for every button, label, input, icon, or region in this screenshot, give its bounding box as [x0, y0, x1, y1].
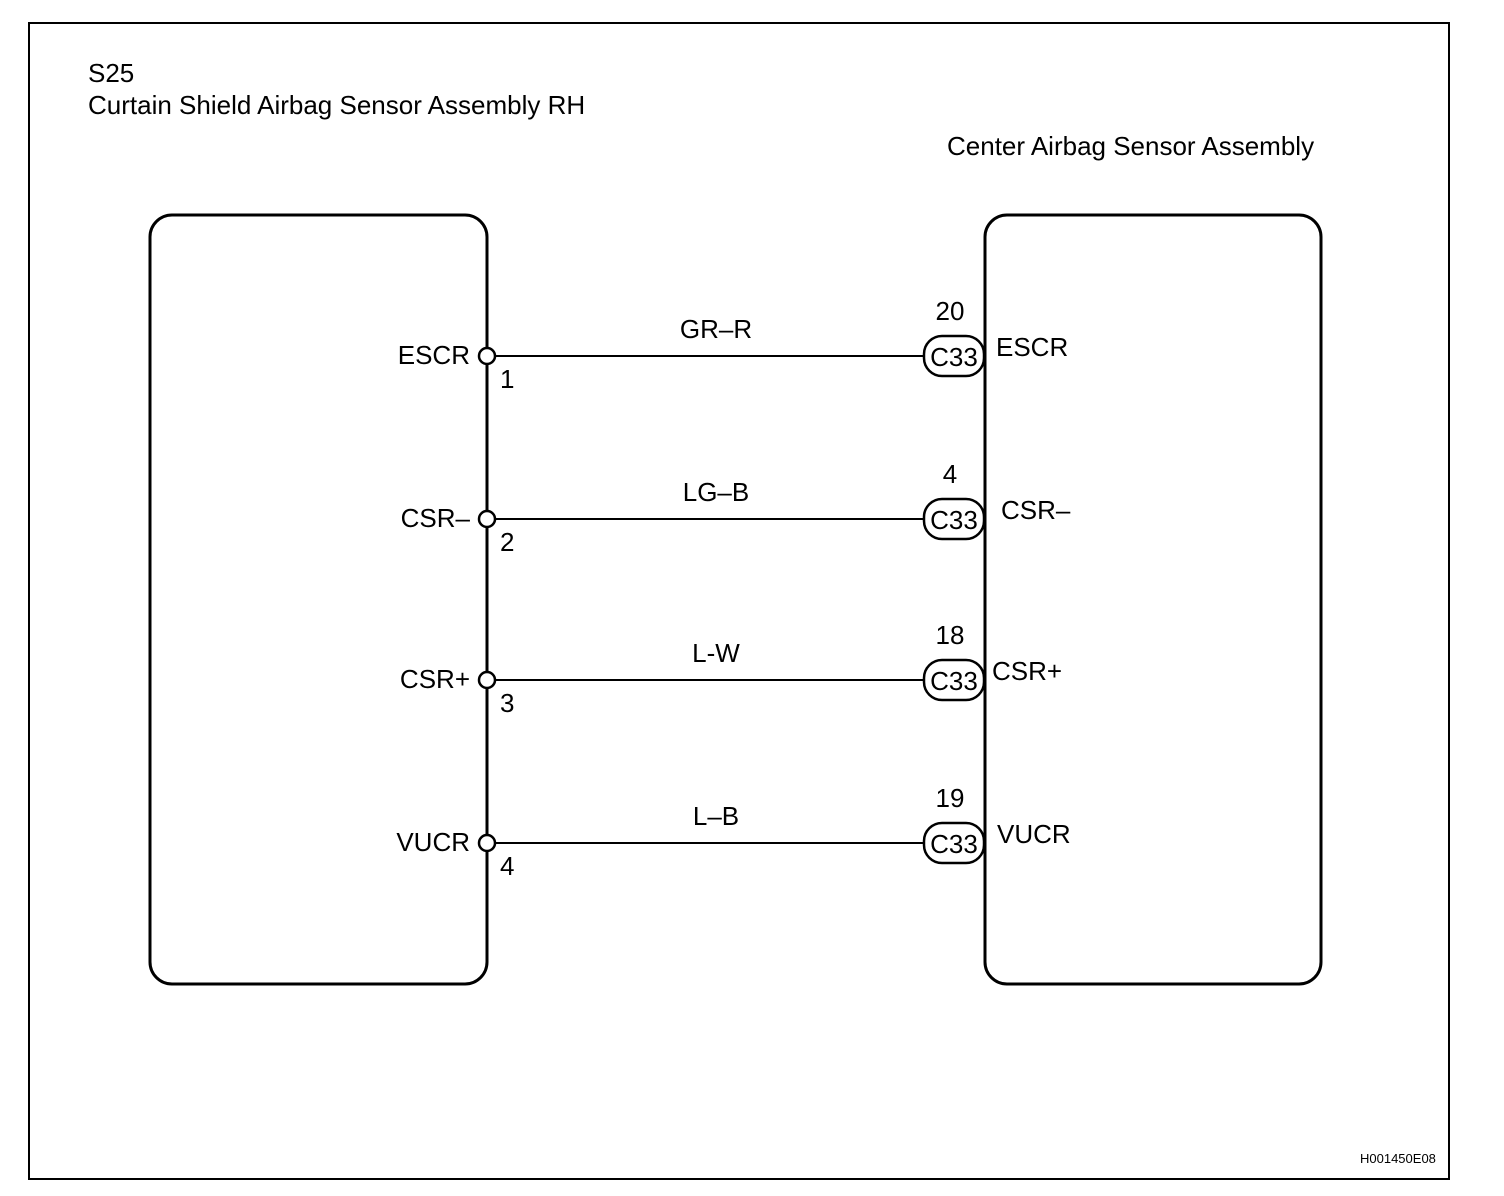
- right-component-name: Center Airbag Sensor Assembly: [947, 131, 1315, 161]
- diagram-frame: [28, 22, 1450, 1180]
- connector-capsule: [922, 658, 986, 702]
- terminal-pin: [477, 346, 497, 366]
- connector-capsule: [922, 334, 986, 378]
- left-pin-number: 3: [500, 688, 515, 718]
- left-component-box: [148, 213, 489, 986]
- right-terminal-label: CSR+: [992, 656, 1063, 686]
- circuits-layer: [477, 334, 986, 865]
- right-pin-number: 19: [935, 783, 965, 813]
- connector-label: C33: [930, 666, 978, 696]
- right-pin-number: 4: [942, 459, 958, 489]
- wire-color-label: L–B: [692, 801, 740, 831]
- circuit-4: [477, 821, 986, 865]
- circuit-2: [477, 497, 986, 541]
- wire-color-label: GR–R: [679, 314, 753, 344]
- left-pin-number: 4: [500, 851, 515, 881]
- right-pin-number: 18: [935, 620, 965, 650]
- connector-label: C33: [930, 829, 978, 859]
- left-component-name: Curtain Shield Airbag Sensor Assembly RH: [88, 90, 586, 120]
- left-terminal-label: ESCR: [397, 340, 470, 370]
- right-terminal-label: VUCR: [997, 819, 1071, 849]
- circuit-1: [477, 334, 986, 378]
- left-component-code: S25: [88, 58, 135, 88]
- circuit-3: [477, 658, 986, 702]
- left-terminal-label: VUCR: [396, 827, 470, 857]
- connector-capsule: [922, 497, 986, 541]
- left-terminal-label: CSR–: [400, 503, 470, 533]
- wire-color-label: LG–B: [682, 477, 750, 507]
- right-terminal-label: CSR–: [1001, 495, 1071, 525]
- right-pin-number: 20: [935, 296, 965, 326]
- terminal-pin: [477, 509, 497, 529]
- right-terminal-label: ESCR: [996, 332, 1069, 362]
- terminal-pin: [477, 670, 497, 690]
- left-terminal-label: CSR+: [399, 664, 470, 694]
- figure-id: H001450E08: [1360, 1151, 1436, 1166]
- terminal-pin: [477, 833, 497, 853]
- connector-capsule: [922, 821, 986, 865]
- connector-label: C33: [930, 342, 978, 372]
- right-component-box: [983, 213, 1323, 986]
- wire-color-label: L-W: [692, 638, 740, 668]
- connector-label: C33: [930, 505, 978, 535]
- left-pin-number: 2: [500, 527, 515, 557]
- left-pin-number: 1: [500, 364, 515, 394]
